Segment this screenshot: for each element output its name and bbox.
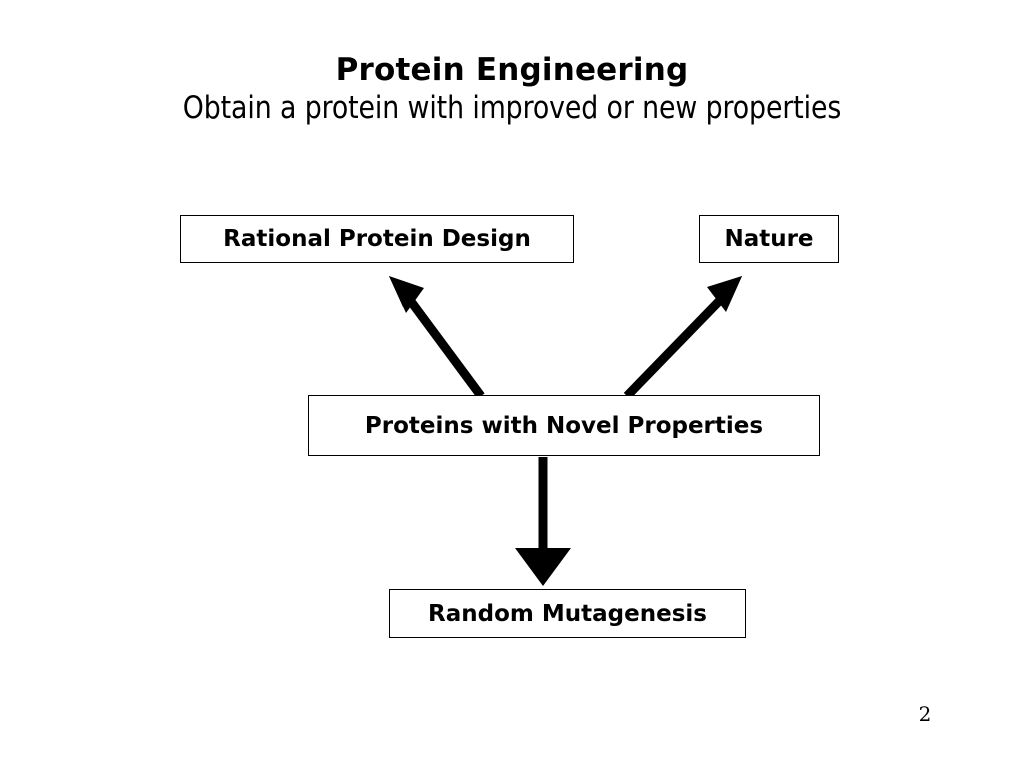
- node-rational-protein-design[interactable]: Rational Protein Design: [180, 215, 574, 263]
- arrow-novel-to-random: [515, 457, 571, 586]
- page-number: 2: [918, 702, 932, 726]
- node-label: Rational Protein Design: [223, 226, 531, 252]
- node-label: Random Mutagenesis: [428, 600, 707, 627]
- node-random-mutagenesis[interactable]: Random Mutagenesis: [389, 589, 746, 638]
- arrow-novel-to-rational: [389, 276, 485, 399]
- page-title: Protein Engineering: [335, 52, 689, 88]
- arrow-novel-to-nature: [623, 276, 742, 400]
- node-label: Nature: [724, 226, 814, 252]
- node-proteins-with-novel-properties[interactable]: Proteins with Novel Properties: [308, 395, 820, 456]
- node-label: Proteins with Novel Properties: [364, 412, 764, 439]
- node-nature[interactable]: Nature: [699, 215, 839, 263]
- title-block: Protein Engineering Obtain a protein wit…: [0, 52, 1024, 128]
- page-subtitle: Obtain a protein with improved or new pr…: [182, 90, 842, 126]
